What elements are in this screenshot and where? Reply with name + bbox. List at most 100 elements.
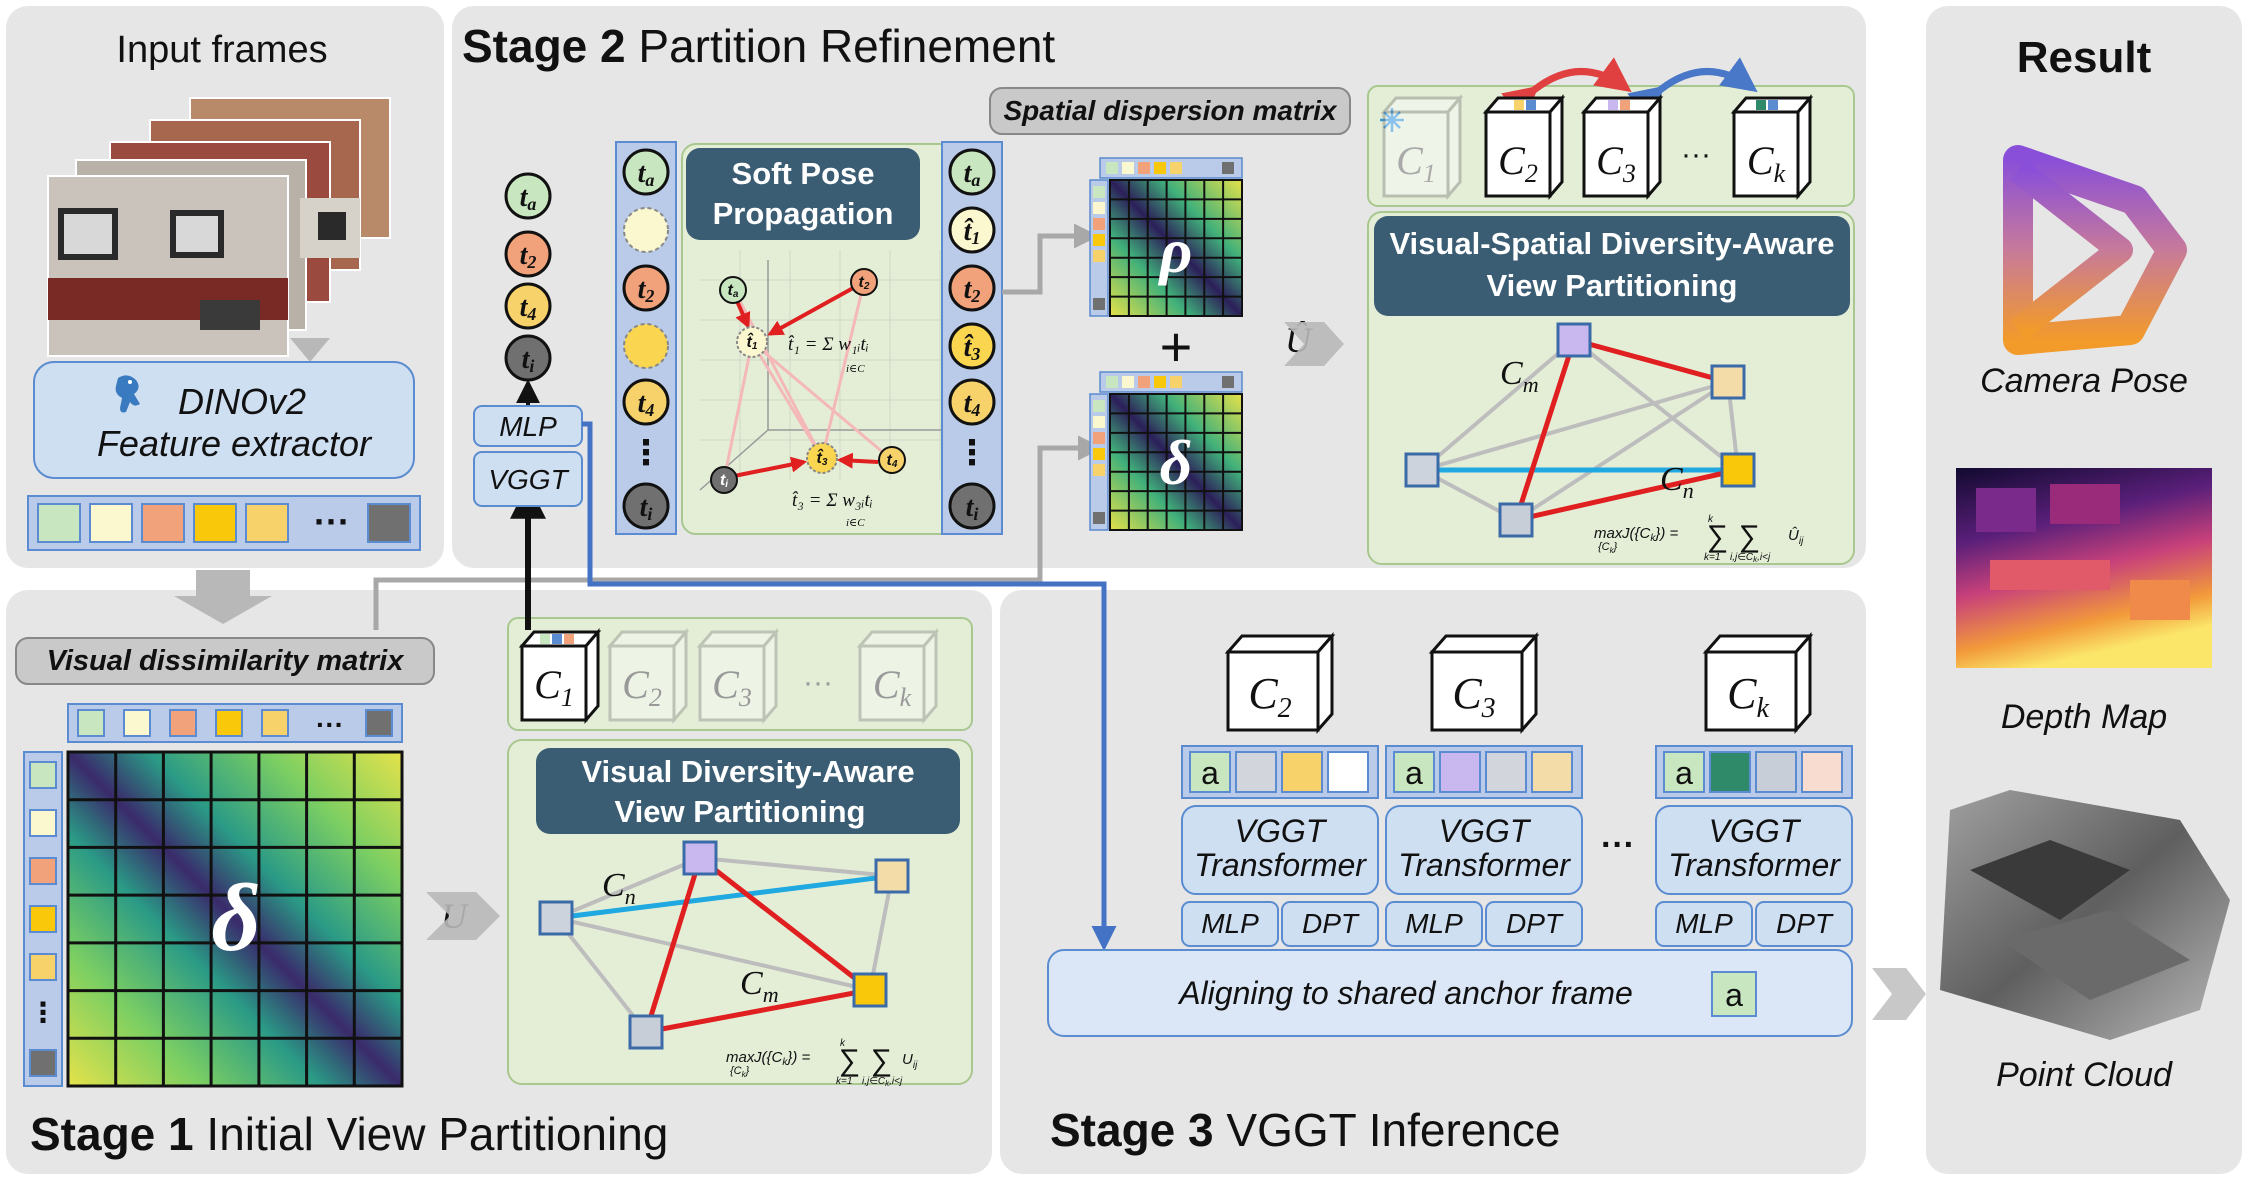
stage2-cluster-c2 <box>1482 93 1566 201</box>
vggt-transformer-k[interactable] <box>1655 805 1853 895</box>
vggt-transformer-2-l2: Transformer <box>1398 847 1571 883</box>
head-dpt-1-label: DPT <box>1302 908 1360 939</box>
svg-text:∑: ∑ <box>1738 520 1759 553</box>
stage3-c3-anchor: a <box>1405 755 1423 791</box>
token-t2: t2 <box>520 240 537 272</box>
svg-text:Ûij: Ûij <box>1788 527 1804 547</box>
result-title: Result <box>2017 33 2152 82</box>
soft-pose-eq3: t̂₃ = Σ w₃ᵢtᵢ <box>792 490 873 511</box>
head-dpt-1[interactable] <box>1281 901 1379 947</box>
stage2-cluster-c3 <box>1580 93 1664 201</box>
depth-map-label: Depth Map <box>2001 698 2167 736</box>
head-mlp-2[interactable] <box>1385 901 1483 947</box>
stage1-cluster-c1-label: C1 <box>534 662 574 712</box>
stage2-cluster-c3-label: C3 <box>1596 138 1636 188</box>
col2-t1hat: t̂1 <box>964 216 981 248</box>
svg-text:max: max <box>1594 525 1623 542</box>
svg-text:t̂1: t̂1 <box>747 332 758 352</box>
delta-token-chips <box>1093 376 1234 524</box>
svg-text:t2: t2 <box>859 274 870 292</box>
alignment-anchor-chip <box>1711 971 1757 1017</box>
svg-text:ta: ta <box>728 282 739 300</box>
soft-pose-eq1: t̂₁ = Σ w₁ᵢtᵢ <box>788 334 869 355</box>
alignment-box[interactable] <box>1047 949 1853 1037</box>
stage3-c3-label: C3 <box>1452 669 1495 724</box>
alignment-text: Aligning to shared anchor frame <box>1177 975 1633 1011</box>
svg-text:J({Ck}) =: J({Ck}) = <box>1621 525 1679 544</box>
svg-text:i,j∈Ck,i<j: i,j∈Ck,i<j <box>1730 552 1771 564</box>
camera-pose-label: Camera Pose <box>1980 362 2188 400</box>
dissimilarity-to-stage2-line <box>373 435 1103 630</box>
soft-pose-3d-plot: ta t2 t̂1 t̂3 t4 ti <box>699 250 960 494</box>
soft-pose-eq1-under: i∈C <box>846 363 865 375</box>
stage1-partition-title-box <box>536 748 960 834</box>
visual-dissimilarity-label: Visual dissimilarity matrix <box>47 645 406 677</box>
stage2-cluster-ck <box>1730 93 1814 201</box>
rho-token-chips <box>1093 162 1234 310</box>
stage3-tokens-ck <box>1655 745 1853 799</box>
head-dpt-k[interactable] <box>1755 901 1853 947</box>
head-dpt-2-label: DPT <box>1506 908 1564 939</box>
head-dpt-2[interactable] <box>1485 901 1583 947</box>
stage1-partition-title-2: View Partitioning <box>615 794 866 829</box>
head-mlp-1[interactable] <box>1181 901 1279 947</box>
vggt-transformer-1[interactable] <box>1181 805 1379 895</box>
col1-ti: ti <box>640 492 653 524</box>
col2-ti: ti <box>966 492 979 524</box>
head-dpt-k-label: DPT <box>1776 908 1834 939</box>
token-t4: t4 <box>520 292 537 324</box>
stage2-cluster-ck-label: Ck <box>1747 138 1786 188</box>
alignment-anchor-label: a <box>1725 977 1743 1013</box>
svg-text:∑: ∑ <box>1706 520 1727 553</box>
stage2-title: Stage 2 Partition Refinement <box>462 20 1055 72</box>
col1-t2: t2 <box>638 274 655 306</box>
vggt-transformer-1-l1: VGGT <box>1235 813 1328 849</box>
spatial-dispersion-label: Spatial dispersion matrix <box>1004 95 1338 126</box>
stage1-cluster-c3-label: C3 <box>712 662 752 712</box>
vggt-transformer-2[interactable] <box>1385 805 1583 895</box>
camera-pose-logo <box>2003 145 2187 355</box>
col2-ta: ta <box>964 158 981 190</box>
soft-pose-eq3-under: i∈C <box>846 517 865 529</box>
token-ta: ta <box>520 182 537 214</box>
soft-pose-title-2: Propagation <box>713 196 894 231</box>
stage2-partition-title-box <box>1374 216 1850 316</box>
stage3-tokens-c3 <box>1385 745 1583 799</box>
depth-map-image <box>1956 468 2212 668</box>
svg-text:t4: t4 <box>887 452 898 470</box>
rho-symbol: ρ <box>1158 215 1193 286</box>
col2-t2: t2 <box>964 274 981 306</box>
dinosaur-icon <box>115 375 140 413</box>
stage3-cluster-c3 <box>1428 632 1540 734</box>
u-hat-arrow <box>1284 322 1344 366</box>
col2-dots: ⋮ <box>955 434 989 472</box>
col1-dots: ⋮ <box>629 434 663 472</box>
u-arrow <box>426 892 500 940</box>
stage2-vggt-box[interactable] <box>473 451 583 507</box>
head-mlp-k[interactable] <box>1655 901 1753 947</box>
point-cloud-image <box>1940 790 2230 1040</box>
frames-to-extractor-arrow <box>290 338 330 362</box>
stage2-objective: max {Ck} J({Ck}) = ∑ k k=1 ∑ i,j∈Ck,i<j … <box>1594 514 1804 564</box>
stage1-objective: max {Ck} J({Ck}) = ∑ k k=1 ∑ i,j∈Ck,i<j … <box>726 1038 918 1088</box>
features-to-matrix-arrow <box>174 570 272 624</box>
stage2-cluster-c2-label: C2 <box>1498 138 1538 188</box>
stage1-cluster-c2-label: C2 <box>622 662 662 712</box>
svg-text:J({Ck}) =: J({Ck}) = <box>753 1049 811 1068</box>
point-cloud-label: Point Cloud <box>1996 1056 2173 1094</box>
stage2-partition-title-1: Visual-Spatial Diversity-Aware <box>1389 226 1834 261</box>
stage3-c2-label: C2 <box>1248 669 1291 724</box>
stage1-graph <box>538 840 910 1050</box>
svg-text:∑: ∑ <box>838 1044 859 1077</box>
stage2-cn-label: Cn <box>1660 461 1694 503</box>
spatial-dispersion-matrix <box>1109 179 1243 317</box>
feature-token-ellipsis: ··· <box>314 501 350 542</box>
stage1-title: Stage 1 Initial View Partitioning <box>30 1108 668 1160</box>
stage3-to-result-arrow <box>1872 968 1926 1020</box>
stage1-cluster-c2 <box>606 627 690 725</box>
stage2-mlp-label: MLP <box>499 411 557 442</box>
stage3-dots: ··· <box>1601 826 1635 864</box>
column2-to-rho-arrow <box>1002 223 1099 295</box>
matrix-col-ellipsis: ··· <box>316 709 344 740</box>
